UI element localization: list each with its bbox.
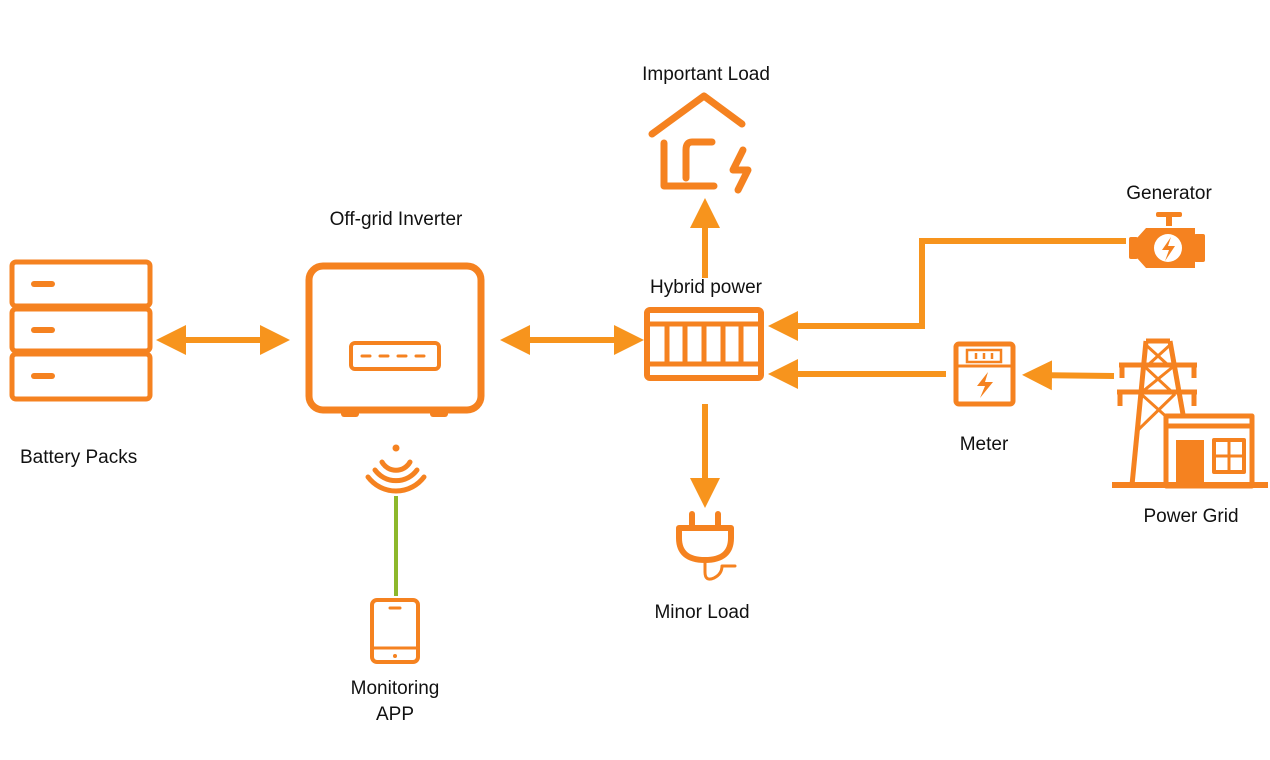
off-grid-inverter-label: Off-grid Inverter xyxy=(329,209,463,230)
important-load-label: Important Load xyxy=(642,64,770,85)
inverter-icon xyxy=(305,262,485,417)
monitoring-app-label-line2: APP xyxy=(375,704,415,725)
power-grid-tower-icon xyxy=(1112,338,1268,489)
monitoring-app-label: Monitoring APP xyxy=(351,676,440,728)
generator-label: Generator xyxy=(1126,183,1212,204)
minor-load-label: Minor Load xyxy=(654,602,750,623)
hybrid-power-cabinet-icon xyxy=(644,307,764,381)
house-power-icon xyxy=(648,92,752,194)
arrow-grid-meter xyxy=(1022,360,1115,391)
generator-engine-icon xyxy=(1129,212,1205,268)
battery-packs-label: Battery Packs xyxy=(20,447,138,468)
electric-meter-icon xyxy=(953,341,1016,407)
meter-label: Meter xyxy=(959,434,1009,455)
monitoring-app-label-line1: Monitoring xyxy=(350,678,440,699)
plug-icon xyxy=(676,511,737,581)
hybrid-power-label: Hybrid power xyxy=(650,277,762,298)
power-grid-label: Power Grid xyxy=(1143,506,1239,527)
arrow-generator-hybrid xyxy=(768,238,1126,341)
smartphone-icon xyxy=(370,598,420,664)
connection-arrows xyxy=(156,198,1126,508)
battery-stack-icon xyxy=(9,259,153,402)
wifi-signal-icon xyxy=(365,444,427,494)
